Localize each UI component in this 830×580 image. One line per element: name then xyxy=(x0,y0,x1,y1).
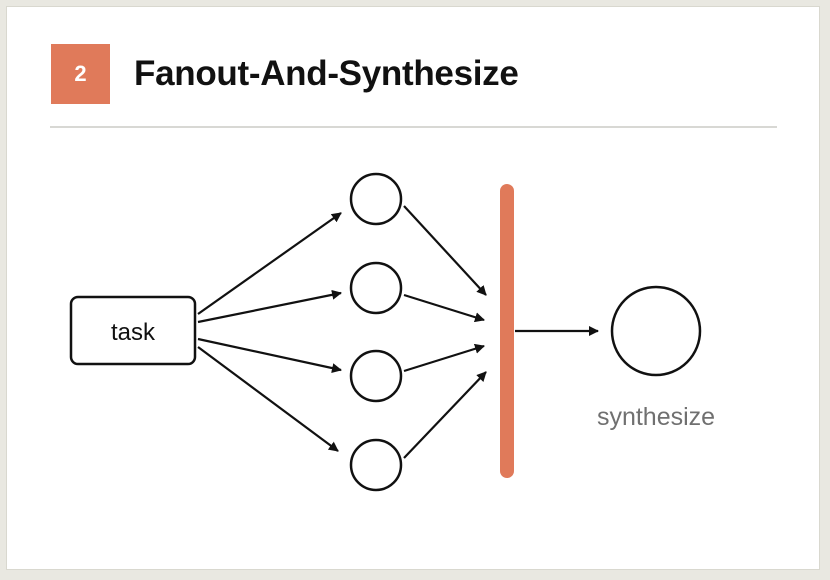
fanout-arrow-1 xyxy=(197,212,342,315)
page-title: Fanout-And-Synthesize xyxy=(134,54,519,93)
parallel-node-1 xyxy=(349,172,403,226)
converge-arrow-2 xyxy=(403,293,485,323)
converge-arrow-3 xyxy=(403,343,485,373)
parallel-node-4 xyxy=(349,438,403,492)
parallel-node-3 xyxy=(349,349,403,403)
synthesize-label: synthesize xyxy=(597,403,715,431)
task-node: task xyxy=(69,295,197,366)
parallel-node-2 xyxy=(349,261,403,315)
converge-arrow-1 xyxy=(403,205,487,296)
converge-arrow-4 xyxy=(403,371,487,459)
fanout-arrow-2 xyxy=(197,289,342,324)
parallel-nodes xyxy=(349,172,403,492)
synthesize-node xyxy=(610,285,702,377)
task-box xyxy=(69,295,197,366)
fanout-arrow-3 xyxy=(197,337,342,373)
title-divider xyxy=(50,126,777,128)
fanout-arrows xyxy=(197,212,342,452)
diagram-card xyxy=(6,6,820,570)
synthesis-join-bar xyxy=(500,184,514,478)
fanout-arrow-4 xyxy=(197,346,339,452)
converge-arrows xyxy=(403,205,487,459)
step-number-badge: 2 xyxy=(51,44,110,104)
task-label: task xyxy=(111,319,156,346)
step-number: 2 xyxy=(74,61,87,86)
